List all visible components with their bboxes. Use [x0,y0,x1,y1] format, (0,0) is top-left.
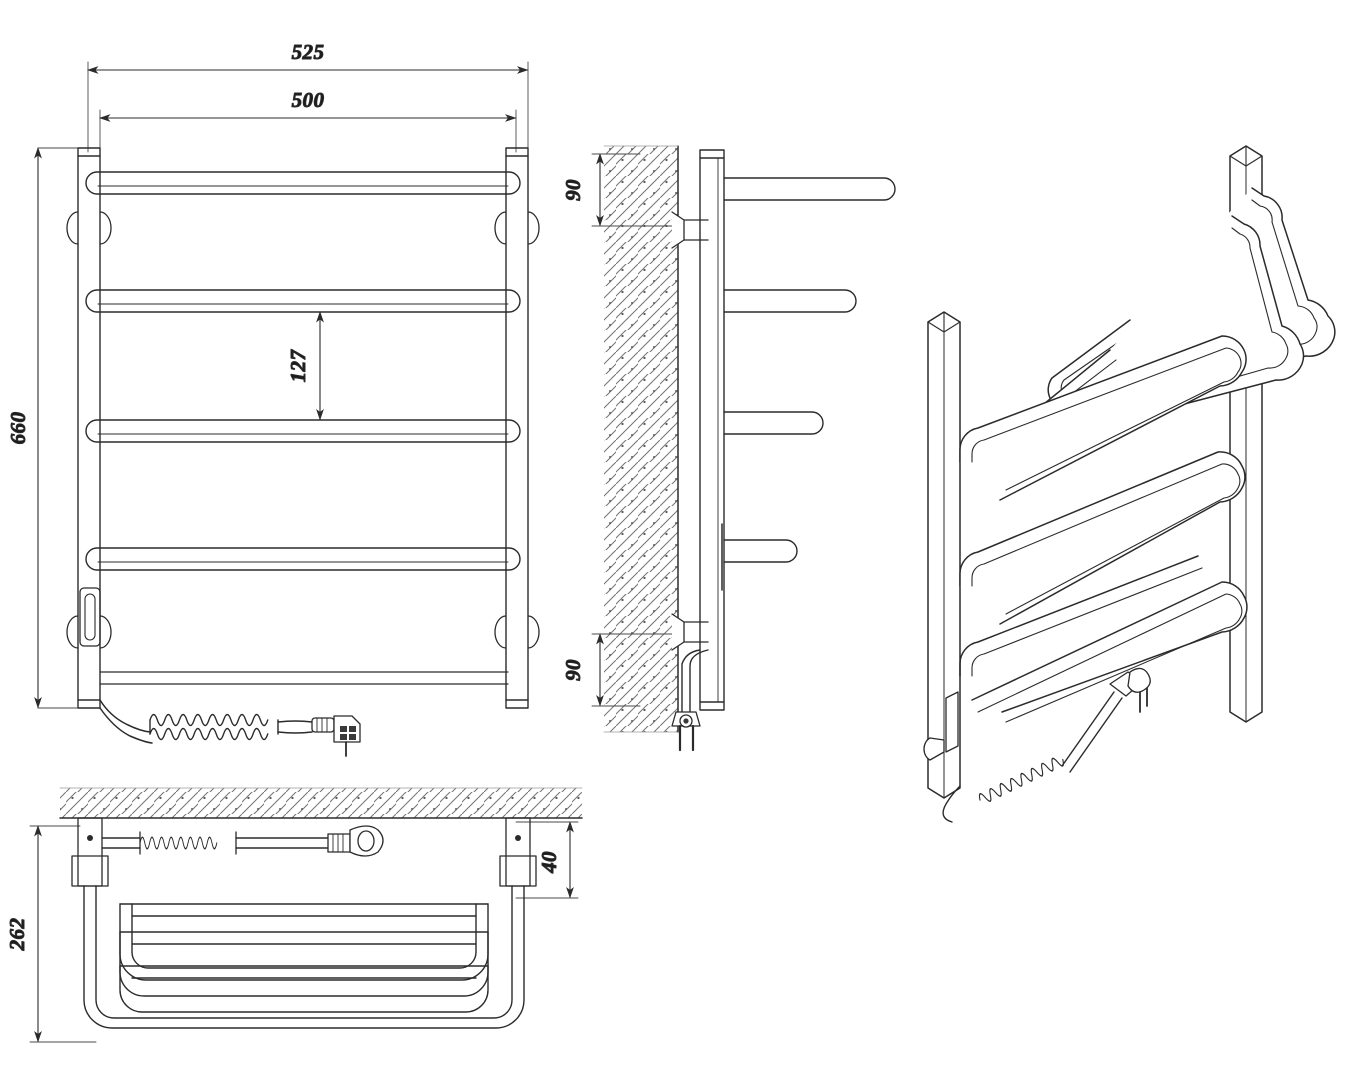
front-bracket-bottom-right [494,615,540,649]
side-arm [723,177,896,201]
side-wall-bracket-bottom [671,613,709,651]
dimension-overall-height: 660 [6,147,81,709]
front-rung-bottom [99,671,509,685]
side-section-view: 90 90 [561,145,896,752]
front-rung [85,289,521,313]
front-plug [311,715,361,757]
dimension-label-500: 500 [292,88,325,112]
iso-switch [923,691,959,761]
plan-plug [327,825,384,857]
side-arm [723,289,857,313]
plan-wall-hatch [59,787,583,819]
dimension-overall-width: 525 [87,40,529,74]
iso-power-cord [942,691,1123,823]
iso-bar [959,335,1247,501]
front-rung [85,419,521,443]
front-elevation-view: 525 500 660 [6,40,540,757]
side-power-cord [681,649,709,713]
isometric-view [923,145,1336,823]
front-rung [85,547,521,571]
iso-bar [971,581,1248,723]
dimension-rail-width: 500 [99,88,517,122]
front-bracket-top-left [66,211,112,245]
iso-bar [959,555,1203,677]
front-switch [79,587,101,647]
front-rung [85,171,521,195]
front-power-cord [99,699,313,744]
front-left-post [77,147,101,709]
front-right-post [505,147,529,709]
front-bracket-top-right [494,211,540,245]
iso-post-front [927,311,961,799]
dimension-rung-pitch: 127 [286,311,324,421]
dimension-label-40: 40 [537,851,561,874]
dimension-bracket-offset: 40 [515,821,579,899]
dimension-label-127: 127 [286,349,310,383]
dimension-wall-offset-top: 90 [561,153,683,227]
dimension-label-525: 525 [292,40,325,64]
side-wall-bracket-top [671,211,709,249]
iso-plug [1109,667,1151,713]
side-post [699,149,725,711]
plan-bracket-left [71,817,109,887]
front-bracket-bottom-left [66,615,112,649]
side-arm [723,539,798,563]
dimension-wall-offset-bottom: 90 [561,633,683,707]
plan-power-cord [101,831,329,855]
side-arm [723,411,824,435]
dimension-projection-depth: 262 [5,825,97,1043]
plan-frame-outer [83,885,525,1029]
dimension-label-90-top: 90 [561,179,585,201]
plan-bar [119,965,489,1013]
bottom-plan-view: 262 40 [5,787,583,1043]
side-plug [671,711,701,752]
wall-hatch [603,145,679,733]
dimension-label-90-bottom: 90 [561,659,585,681]
plan-bar [119,931,489,997]
dimension-label-660: 660 [6,412,30,445]
plan-bracket-right [499,817,537,887]
plan-bar [119,903,489,981]
iso-bar [959,451,1246,625]
dimension-label-262: 262 [5,918,29,952]
